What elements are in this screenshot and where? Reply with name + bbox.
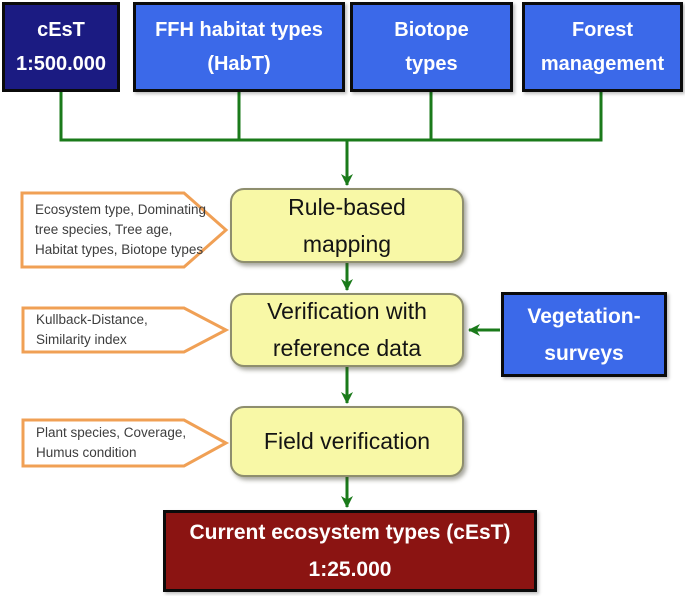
box-text-line: (HabT)	[207, 53, 271, 75]
box-text-line: 1:25.000	[308, 558, 392, 581]
process-box-rule-based-mapping: Rule-based mapping	[230, 188, 464, 263]
callout-verification-metrics: Kullback-Distance, Similarity index	[21, 306, 230, 354]
callout-text-line: Similarity index	[36, 332, 127, 347]
callout-text-line: Habitat types, Biotope types	[35, 242, 204, 257]
callout-field-attributes: Plant species, Coverage, Humus condition	[21, 418, 230, 468]
input-box-biotope-types: Biotope types	[350, 2, 513, 92]
callout-mapping-criteria: Ecosystem type, Dominating tree species,…	[20, 191, 229, 269]
box-text-line: management	[540, 53, 665, 75]
callout-text: Plant species, Coverage, Humus condition	[21, 418, 228, 468]
callout-text: Ecosystem type, Dominating tree species,…	[20, 191, 228, 269]
box-text-line: 1:500.000	[15, 53, 107, 75]
callout-text-line: Humus condition	[36, 445, 137, 460]
input-box-cest: cEsT 1:500.000	[2, 2, 120, 92]
input-merge-tree-line	[59, 91, 603, 142]
process-box-field-verification: Field verification	[230, 406, 464, 477]
box-text-line: types	[405, 53, 458, 75]
box-text-line: Biotope	[394, 19, 469, 41]
callout-text-line: Plant species, Coverage,	[36, 425, 187, 440]
input-box-ffh-habitat-types: FFH habitat types (HabT)	[133, 2, 345, 92]
callout-text-line: tree species, Tree age,	[35, 222, 173, 237]
box-text-line: cEsT	[37, 19, 85, 41]
callout-text: Kullback-Distance, Similarity index	[21, 306, 228, 354]
callout-arrow-shape	[21, 306, 230, 354]
box-text-line: Current ecosystem types (cEsT)	[189, 521, 511, 544]
box-text-line: Vegetation-	[527, 304, 641, 328]
box-text-line: Field verification	[263, 428, 431, 454]
callout-text-line: Ecosystem type, Dominating	[35, 202, 207, 217]
box-text-line: surveys	[544, 341, 624, 365]
box-text-line: Verification with	[267, 298, 427, 324]
process-box-verification: Verification with reference data	[230, 293, 464, 367]
output-box-current-ecosystem-types: Current ecosystem types (cEsT) 1:25.000	[163, 510, 537, 592]
side-box-vegetation-surveys: Vegetation- surveys	[501, 292, 667, 377]
box-text-line: Forest	[571, 19, 634, 41]
input-box-forest-management: Forest management	[522, 2, 683, 92]
callout-arrow-shape	[20, 191, 229, 269]
callout-arrow-shape	[21, 418, 230, 468]
box-text-line: Rule-based	[288, 193, 406, 220]
box-text-line: mapping	[302, 230, 392, 257]
box-text-line: reference data	[272, 335, 422, 361]
box-text-line: FFH habitat types	[155, 19, 323, 41]
callout-text-line: Kullback-Distance,	[36, 312, 148, 327]
